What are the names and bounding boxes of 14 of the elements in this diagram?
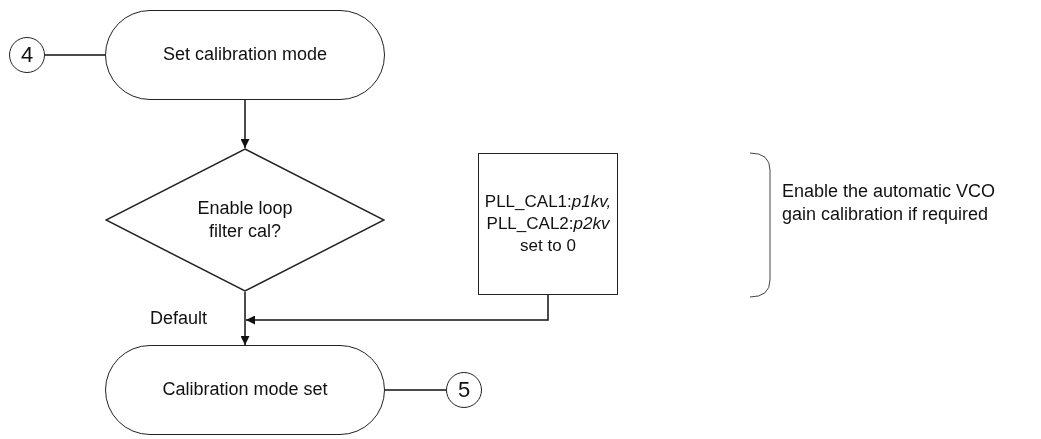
connector-line	[44, 54, 106, 56]
node-text: Calibration mode set	[161, 378, 329, 402]
node-text: 5	[456, 375, 472, 404]
process-box	[478, 153, 618, 295]
arrow	[240, 291, 250, 346]
node-text: PLL_CAL1:p1kv, PLL_CAL2:p2kv set to 0	[483, 190, 613, 258]
decision-diamond	[105, 148, 385, 292]
node-text: 4	[19, 40, 35, 69]
arrow	[245, 294, 549, 325]
connector-line	[384, 389, 447, 391]
node-text: Set calibration mode	[161, 43, 329, 67]
arrow	[240, 99, 250, 149]
note-text: Enable the automatic VCO gain calibration if required	[782, 180, 997, 227]
node-text: Enable loop filter cal?	[196, 196, 294, 243]
